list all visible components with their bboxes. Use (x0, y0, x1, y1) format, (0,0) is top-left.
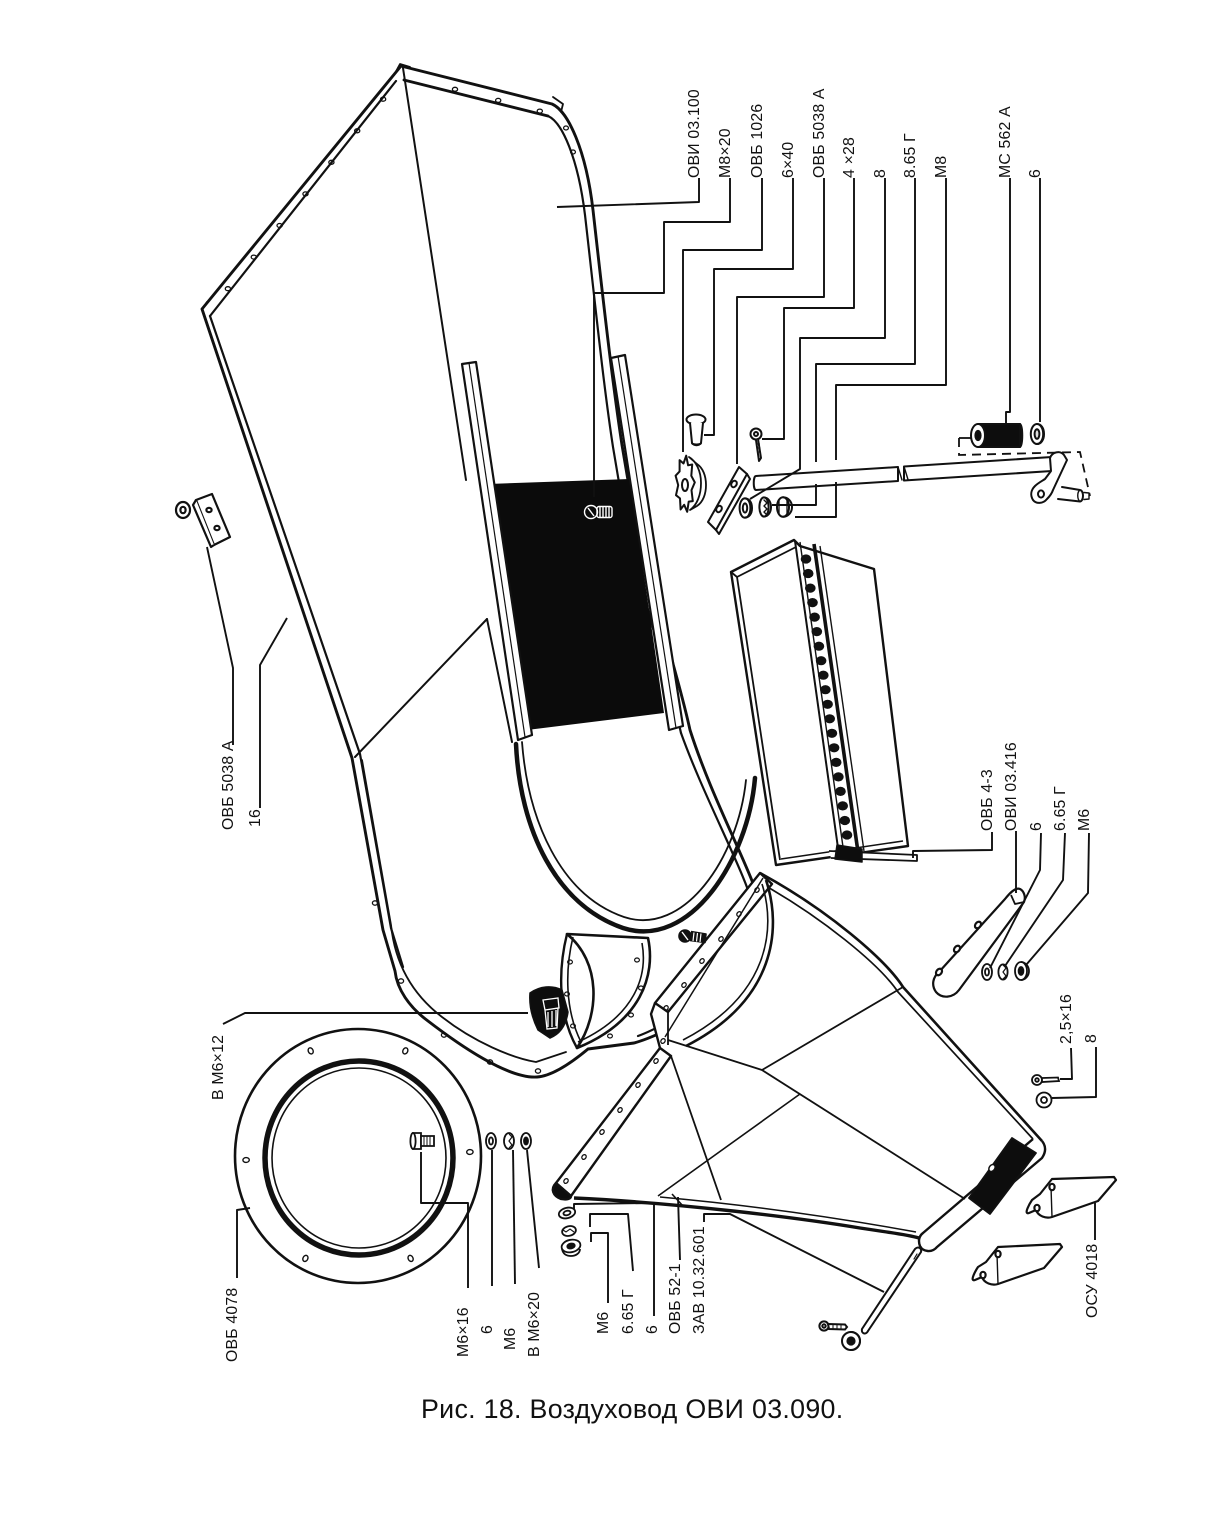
svg-text:М8×20: М8×20 (717, 128, 734, 178)
svg-text:М6: М6 (1076, 809, 1093, 831)
svg-text:МС 562 А: МС 562 А (997, 106, 1014, 178)
svg-text:Рис. 18. Воздуховод ОВИ 03.090: Рис. 18. Воздуховод ОВИ 03.090. (421, 1394, 844, 1424)
svg-text:6: 6 (479, 1325, 496, 1334)
svg-text:ОВИ 03.100: ОВИ 03.100 (686, 89, 703, 178)
svg-text:4 ×28: 4 ×28 (841, 137, 858, 178)
svg-text:ОВБ 5038 А: ОВБ 5038 А (811, 88, 828, 178)
svg-text:ОСУ 4018: ОСУ 4018 (1084, 1244, 1101, 1318)
svg-text:6: 6 (1028, 822, 1045, 831)
svg-text:М6: М6 (595, 1312, 612, 1334)
svg-text:8.65 Г: 8.65 Г (902, 133, 919, 178)
svg-text:ОВБ 5038 А: ОВБ 5038 А (220, 740, 237, 830)
svg-text:8: 8 (872, 169, 889, 178)
svg-text:ОВБ 4078: ОВБ 4078 (224, 1288, 241, 1362)
svg-text:ОВБ 1026: ОВБ 1026 (749, 104, 766, 178)
svg-text:2,5×16: 2,5×16 (1058, 994, 1075, 1044)
svg-text:6.65 Г: 6.65 Г (1052, 786, 1069, 831)
svg-text:6: 6 (644, 1325, 661, 1334)
svg-text:В М6×12: В М6×12 (210, 1035, 227, 1100)
svg-text:8: 8 (1083, 1034, 1100, 1043)
svg-text:6×40: 6×40 (780, 142, 797, 178)
svg-text:В М6×20: В М6×20 (526, 1292, 543, 1357)
svg-text:ОВИ 03.416: ОВИ 03.416 (1003, 742, 1020, 831)
svg-text:16: 16 (247, 809, 264, 827)
svg-text:ОВБ 52-1: ОВБ 52-1 (667, 1263, 684, 1334)
svg-text:ЗАВ 10.32.601: ЗАВ 10.32.601 (691, 1226, 708, 1334)
svg-text:ОВБ 4-3: ОВБ 4-3 (979, 769, 996, 831)
svg-text:6: 6 (1027, 169, 1044, 178)
svg-text:М6×16: М6×16 (455, 1307, 472, 1357)
svg-text:6.65 Г: 6.65 Г (620, 1289, 637, 1334)
svg-text:М8: М8 (933, 156, 950, 178)
svg-text:М6: М6 (502, 1328, 519, 1350)
